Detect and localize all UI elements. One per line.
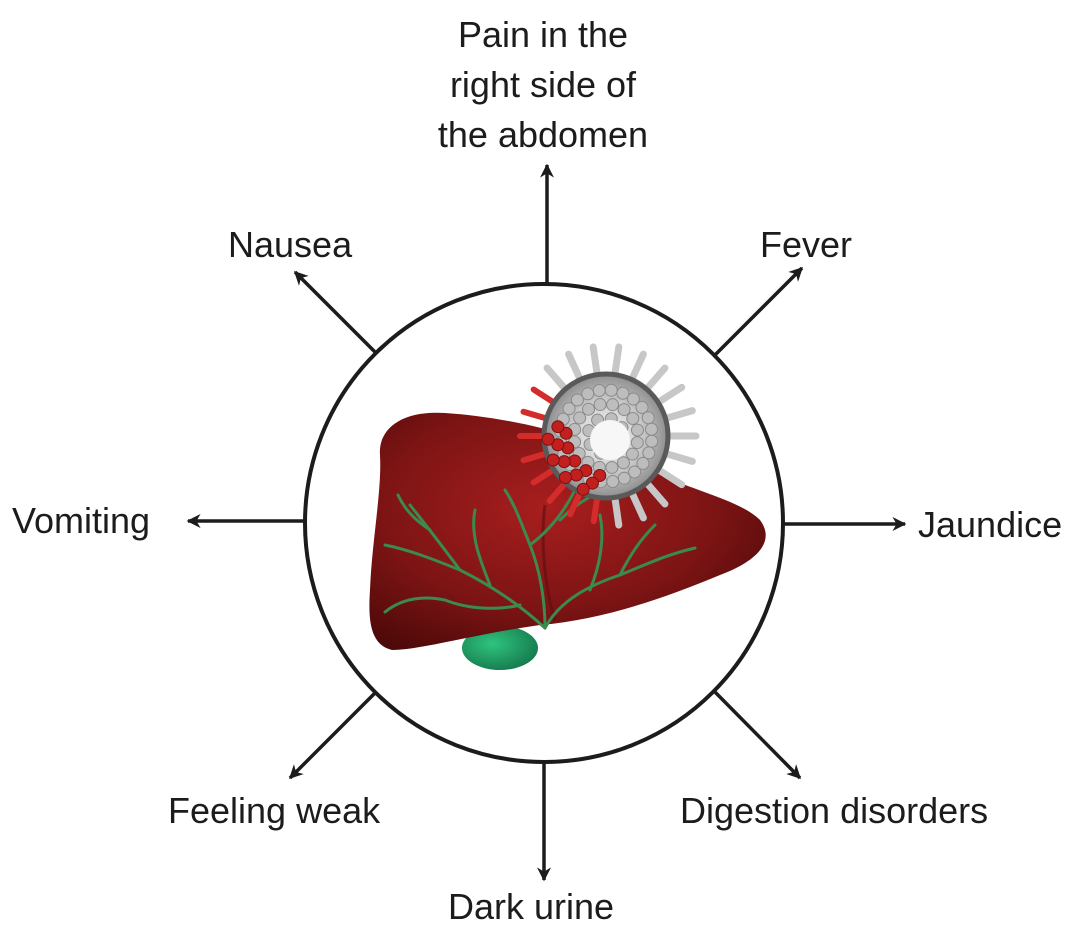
arrow-up-left [295,272,376,353]
label-abdominal-pain: Pain in the right side of the abdomen [398,10,688,160]
virus-capsomere [593,384,605,396]
virus-capsomere [646,435,658,447]
label-nausea: Nausea [228,220,352,270]
infected-capsomere [558,456,570,468]
virus-core [590,420,630,460]
virus-capsomere [626,448,638,460]
virus-capsomere [637,457,649,469]
label-feeling-weak: Feeling weak [168,786,380,836]
virus-capsomere [631,424,643,436]
virus-capsomere [606,461,618,473]
arrow-down-left [290,692,376,778]
infected-capsomere [542,433,554,445]
label-digestion-disorders: Digestion disorders [680,786,988,836]
infected-capsomere [577,483,589,495]
virus-capsomere [642,412,654,424]
virus-capsomere [617,457,629,469]
virus-capsomere [643,447,655,459]
virus-capsomere [583,403,595,415]
label-vomiting: Vomiting [12,496,150,546]
infected-capsomere [552,421,564,433]
virus-spike [615,347,619,375]
virus-capsomere [617,387,629,399]
virus-capsomere [607,399,619,411]
infected-spike [594,497,597,521]
virus-capsomere [646,423,658,435]
label-jaundice: Jaundice [918,500,1062,550]
infected-capsomere [559,471,571,483]
infected-capsomere [570,469,582,481]
label-abdominal-pain-line-1: Pain in the [398,10,688,60]
arrow-down-right [715,692,800,778]
label-dark-urine: Dark urine [448,882,614,932]
virus-capsomere [607,476,619,488]
virus-spike [593,347,597,375]
virus-capsomere [631,437,643,449]
arrow-up-right [715,268,802,355]
label-abdominal-pain-line-2: right side of [398,60,688,110]
virus-capsomere [627,413,639,425]
virus-capsomere [582,388,594,400]
infected-capsomere [547,454,559,466]
virus-spike [615,497,619,525]
virus-capsomere [594,399,606,411]
virus-capsomere [618,472,630,484]
virus-capsomere [618,404,630,416]
virus-capsomere [605,384,617,396]
virus-capsomere [574,412,586,424]
label-abdominal-pain-line-3: the abdomen [398,110,688,160]
label-fever: Fever [760,220,852,270]
